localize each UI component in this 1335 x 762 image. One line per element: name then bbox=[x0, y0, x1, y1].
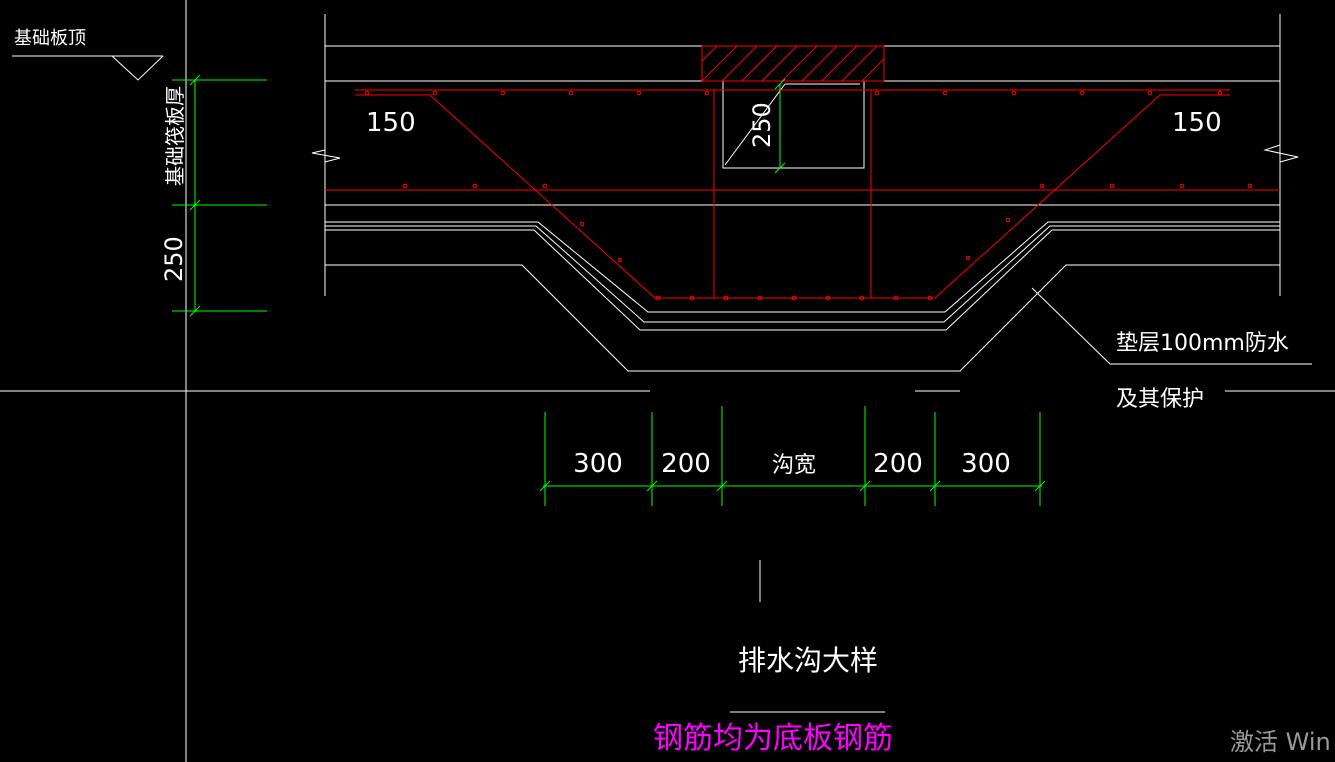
trench-cover-hatch bbox=[701, 45, 885, 82]
bottom-tick bbox=[646, 480, 658, 492]
trench-opening bbox=[722, 80, 865, 169]
activation-watermark: 激活 Win bbox=[1230, 728, 1331, 756]
left-tick-bottom bbox=[189, 305, 201, 317]
hatch-line bbox=[781, 45, 818, 82]
section-outline bbox=[311, 14, 1312, 713]
waterproof-layer-line-3 bbox=[325, 229, 1280, 331]
rebar-dot bbox=[1005, 217, 1011, 223]
cover-block-outline bbox=[701, 45, 885, 82]
rebar-dot bbox=[617, 257, 623, 263]
hatch-line bbox=[841, 45, 878, 82]
rebar-dot bbox=[579, 221, 585, 227]
bottom-dimension-label-1: 300 bbox=[573, 449, 623, 479]
slab-top-label: 基础板顶 bbox=[14, 28, 86, 49]
bottom-tick bbox=[539, 480, 551, 492]
rebar-dot bbox=[1147, 90, 1153, 96]
cushion-note-line-1: 垫层100mm防水 bbox=[1116, 331, 1289, 356]
rebar-dot bbox=[542, 183, 548, 189]
rebar-dot bbox=[655, 295, 661, 301]
left-dimension-250-label: 250 bbox=[160, 236, 188, 282]
rebar-dot bbox=[1179, 183, 1185, 189]
cover-dimension-left-label: 150 bbox=[366, 108, 416, 138]
trench-tick-bottom bbox=[774, 162, 786, 174]
left-tick-top bbox=[189, 74, 201, 86]
rebar-dot bbox=[636, 90, 642, 96]
cover-hatch-lines bbox=[701, 45, 885, 82]
rebar-dot bbox=[825, 295, 831, 301]
trench-side-rebar-left bbox=[700, 89, 715, 298]
rebar-dot bbox=[942, 90, 948, 96]
rebar-dot bbox=[927, 295, 933, 301]
rebar-dot bbox=[568, 90, 574, 96]
drawing-title: 排水沟大样 bbox=[738, 644, 878, 677]
rebar-dot bbox=[859, 295, 865, 301]
rebar-dot bbox=[757, 295, 763, 301]
rebar-dot bbox=[704, 90, 710, 96]
hatch-line bbox=[701, 45, 718, 62]
waterproof-layer-line-2 bbox=[325, 225, 1280, 323]
rebar-dot bbox=[402, 183, 408, 189]
left-break-symbol bbox=[311, 149, 341, 163]
rebar-dot bbox=[723, 295, 729, 301]
rebar-dot bbox=[791, 295, 797, 301]
trench-side-rebar-right bbox=[870, 89, 885, 298]
elevation-triangle bbox=[111, 55, 164, 81]
rebar-dot bbox=[472, 183, 478, 189]
rebar-dot bbox=[1247, 183, 1253, 189]
bottom-dimension-chain bbox=[539, 406, 1046, 506]
cushion-bottom-line bbox=[325, 264, 1280, 372]
rebar-note: 钢筋均为底板钢筋 bbox=[653, 721, 893, 756]
cushion-leader-line bbox=[1031, 287, 1111, 365]
rebar-dot bbox=[893, 295, 899, 301]
rebar-dot bbox=[1079, 90, 1085, 96]
slab-thickness-label: 基础筏板厚 bbox=[163, 86, 187, 186]
cushion-note-line-2: 及其保护 bbox=[1116, 387, 1204, 412]
rebar-dot bbox=[1011, 90, 1017, 96]
hatch-line bbox=[801, 45, 838, 82]
rebar-dot bbox=[500, 90, 506, 96]
bottom-dimension-label-trench-width: 沟宽 bbox=[772, 453, 816, 478]
rebar-dot bbox=[874, 90, 880, 96]
bottom-tick bbox=[929, 480, 941, 492]
rebar-dots bbox=[364, 90, 1253, 301]
bottom-dimension-label-2: 200 bbox=[661, 449, 711, 479]
trench-leader-line bbox=[724, 83, 786, 166]
hatch-line bbox=[861, 58, 885, 82]
rebar-dot bbox=[1217, 90, 1223, 96]
left-vertical-dimension bbox=[172, 74, 267, 317]
rebar-dot bbox=[1039, 183, 1045, 189]
hatch-line bbox=[741, 45, 778, 82]
bottom-tick bbox=[859, 480, 871, 492]
right-break-symbol bbox=[1263, 144, 1299, 163]
trench-vertical-dimension bbox=[774, 78, 786, 174]
rebar-lines bbox=[325, 89, 1280, 299]
rebar-dot bbox=[364, 90, 370, 96]
bottom-dimension-label-4: 200 bbox=[873, 449, 923, 479]
hatch-line bbox=[721, 45, 758, 82]
trench-rebar-outline bbox=[355, 94, 1230, 299]
slab-top-elevation-symbol bbox=[12, 55, 164, 81]
bottom-tick bbox=[1034, 480, 1046, 492]
rebar-dot bbox=[965, 255, 971, 261]
cover-dimension-right-label: 150 bbox=[1172, 108, 1222, 138]
left-tick-mid bbox=[189, 199, 201, 211]
hatch-line bbox=[701, 45, 738, 82]
bottom-dimension-label-5: 300 bbox=[961, 449, 1011, 479]
trench-tick-top bbox=[774, 78, 786, 90]
hatch-line bbox=[761, 45, 798, 82]
rebar-dot bbox=[689, 295, 695, 301]
bottom-tick bbox=[716, 480, 728, 492]
hatch-line bbox=[821, 45, 858, 82]
waterproof-layer-line-1 bbox=[325, 221, 1280, 313]
rebar-dot bbox=[1109, 183, 1115, 189]
trench-dimension-250-label: 250 bbox=[748, 102, 776, 148]
rebar-dot bbox=[432, 90, 438, 96]
